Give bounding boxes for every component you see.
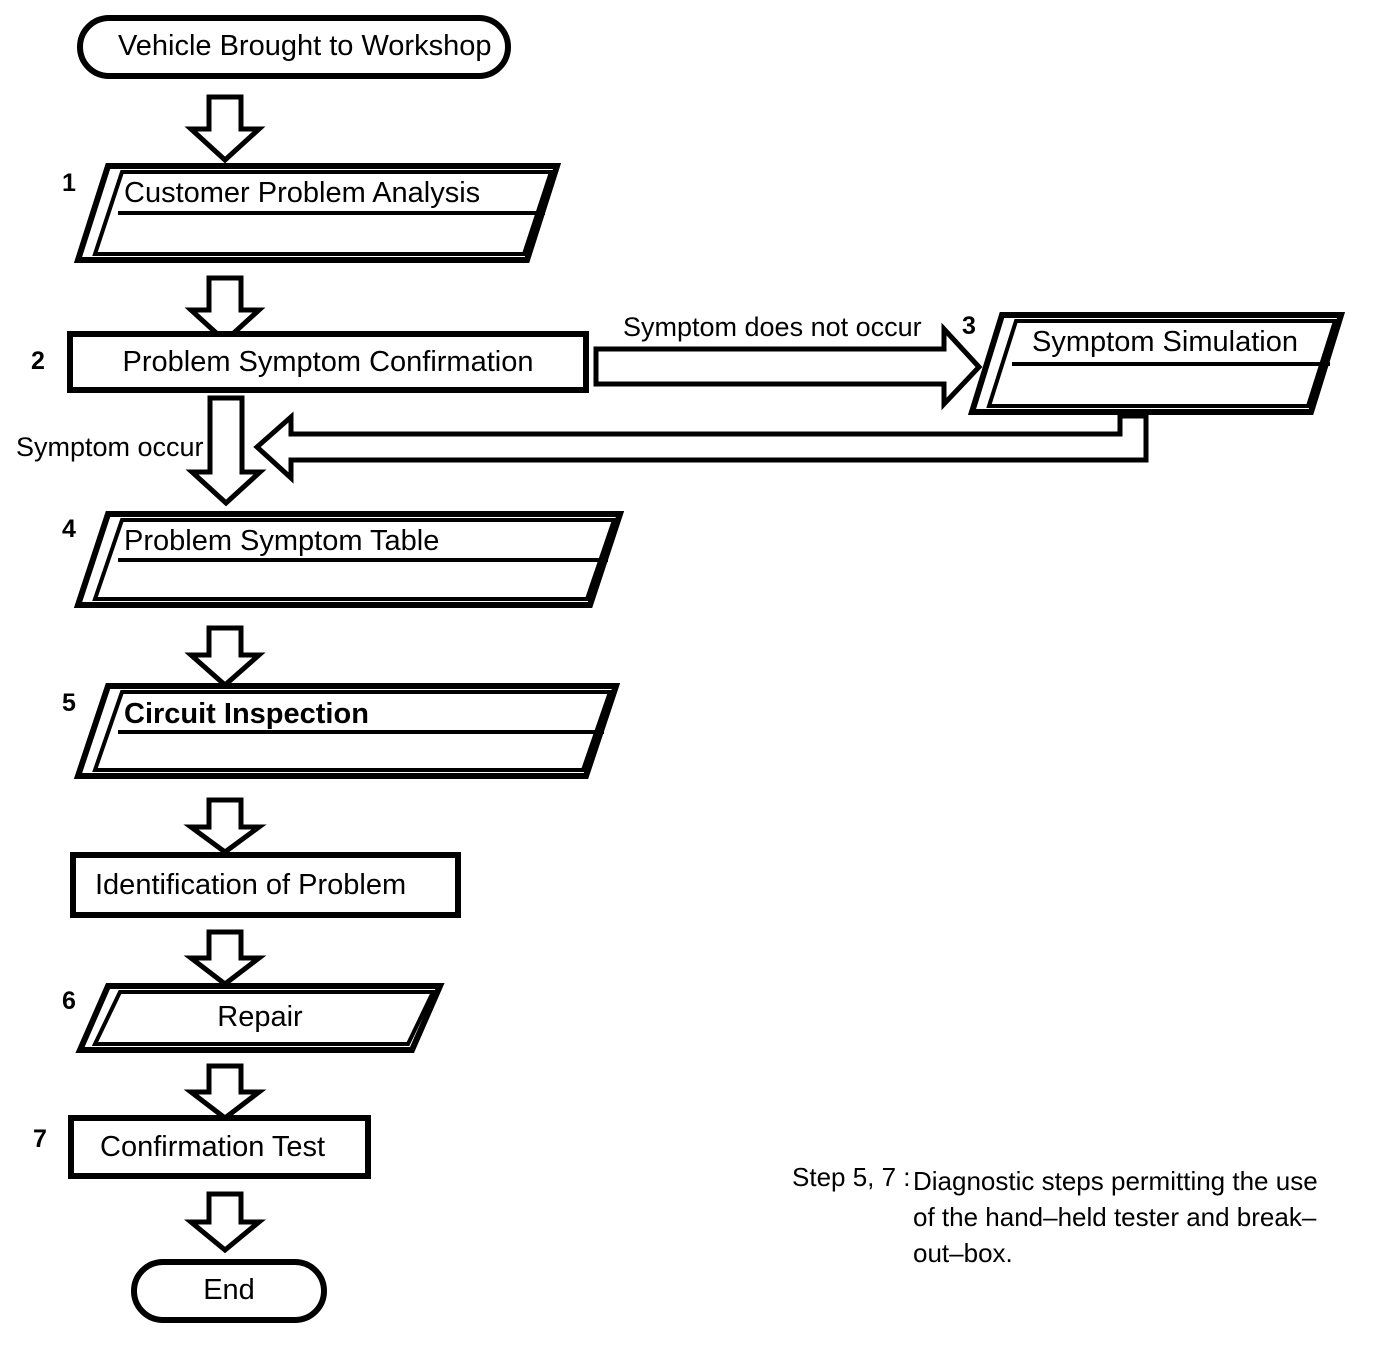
node-6-inner — [91, 990, 437, 1046]
node-2-label: Problem Symptom Confirmation — [122, 346, 534, 378]
step-number-1: 1 — [62, 169, 76, 197]
arrow-identification-to-6 — [183, 929, 267, 988]
note-prefix: Step 5, 7 : — [792, 1162, 911, 1192]
node-4-label: Problem Symptom Table — [124, 525, 440, 557]
arrow-2-to-4 — [185, 395, 267, 507]
note-line-2: of the hand–held tester and break– — [913, 1202, 1317, 1232]
node-2-shape — [67, 331, 589, 393]
node-identification-label: Identification of Problem — [95, 869, 407, 901]
terminator-start-label: Vehicle Brought to Workshop — [118, 30, 492, 62]
arrow-6-to-7 — [183, 1063, 267, 1122]
arrow-1-to-2 — [184, 275, 266, 345]
node-1-label: Customer Problem Analysis — [124, 177, 481, 209]
node-5-label: Circuit Inspection — [124, 698, 369, 730]
edge-label-symptom-does-not-occur: Symptom does not occur — [623, 312, 922, 342]
step-number-4: 4 — [62, 515, 76, 543]
note-line-3: out–box. — [913, 1238, 1013, 1268]
node-7-shape — [68, 1115, 371, 1179]
step-number-7: 7 — [33, 1125, 47, 1153]
arrow-5-to-identification — [183, 797, 267, 856]
step-number-5: 5 — [62, 689, 76, 717]
node-6-label: Repair — [217, 1001, 303, 1033]
arrow-start-to-1 — [184, 94, 266, 164]
terminator-end-shape — [131, 1259, 327, 1323]
step-number-6: 6 — [62, 987, 76, 1015]
note-line-1: Diagnostic steps permitting the use — [913, 1166, 1318, 1196]
edge-label-symptom-occur: Symptom occur — [16, 432, 204, 462]
terminator-end-label: End — [203, 1274, 255, 1306]
step-number-2: 2 — [31, 347, 45, 375]
node-7-label: Confirmation Test — [100, 1131, 326, 1163]
arrow-2-to-3 — [593, 322, 983, 411]
step-number-3: 3 — [962, 312, 976, 340]
terminator-start-shape — [77, 15, 511, 79]
node-identification-shape — [70, 852, 461, 918]
arrow-4-to-5 — [184, 625, 266, 689]
arrow-7-to-end — [184, 1191, 266, 1254]
node-3-label: Symptom Simulation — [1032, 326, 1298, 358]
arrow-3-return-loop — [253, 411, 1149, 484]
